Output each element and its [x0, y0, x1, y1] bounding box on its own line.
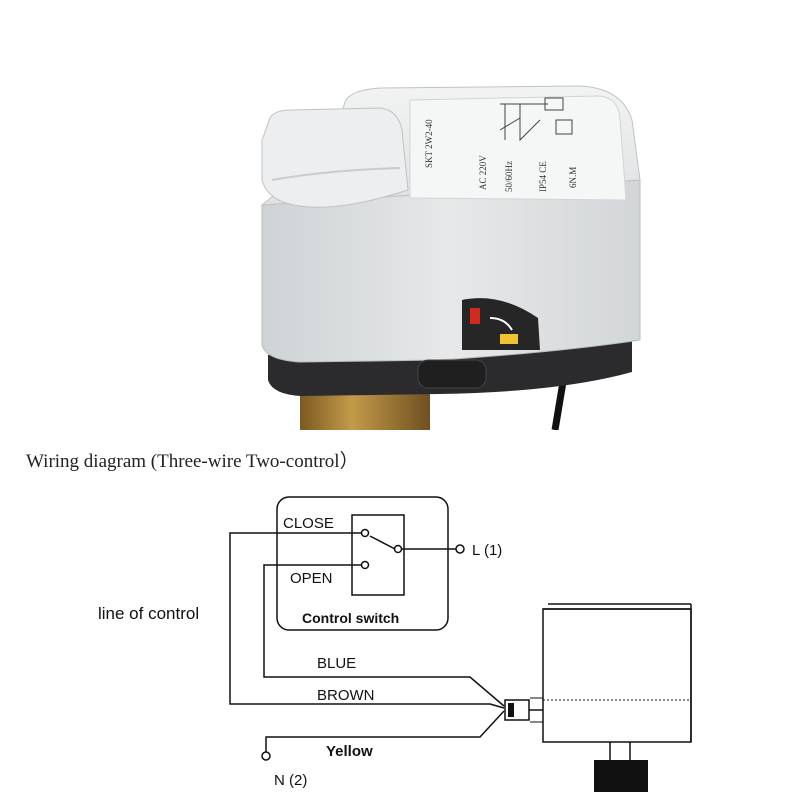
release-button	[417, 359, 487, 389]
actuator-outline	[542, 608, 692, 743]
terminal-n-label: N (2)	[274, 772, 307, 789]
actuator-housing	[261, 179, 641, 363]
switch-contacts-box	[351, 514, 405, 596]
wiring-diagram: CLOSE OPEN Control switch L (1) line of …	[98, 496, 692, 792]
control-switch-box	[276, 496, 449, 631]
spec-line-2: AC 220V	[478, 155, 488, 190]
position-indicator	[462, 298, 540, 350]
manual-handle	[261, 107, 409, 208]
open-label: OPEN	[290, 570, 333, 587]
spec-label-panel	[409, 95, 627, 201]
blue-label: BLUE	[317, 655, 356, 672]
wire-blue	[263, 564, 505, 707]
label-wiring-icon	[499, 97, 573, 142]
wire-yellow	[265, 710, 505, 752]
line-of-control-label: line of control	[98, 604, 199, 623]
control-switch-label: Control switch	[302, 610, 399, 626]
terminal-l-label: L (1)	[472, 542, 502, 559]
close-contact	[360, 528, 370, 538]
diagram-title: Wiring diagram (Three-wire Two-control）	[26, 451, 359, 472]
terminal-l	[455, 544, 465, 554]
spec-line-4: IP54 CE	[538, 161, 548, 192]
actuator-foot	[594, 760, 648, 792]
wire-brown	[229, 532, 505, 709]
open-contact	[360, 560, 370, 570]
spec-line-3: 50/60Hz	[504, 161, 514, 192]
terminal-n	[261, 751, 271, 761]
common-contact	[393, 544, 403, 554]
spec-label-text: SKT 2W2-40 AC 220V 50/60Hz IP54 CE 6N.M	[424, 119, 578, 192]
switch-blade	[369, 535, 396, 550]
close-label: CLOSE	[283, 515, 334, 532]
yellow-label: Yellow	[326, 743, 373, 760]
brown-label: BROWN	[317, 687, 375, 704]
spec-line-1: SKT 2W2-40	[424, 119, 434, 168]
actuator-photo: SKT 2W2-40 AC 220V 50/60Hz IP54 CE 6N.M	[260, 85, 641, 430]
spec-line-5: 6N.M	[568, 167, 578, 188]
